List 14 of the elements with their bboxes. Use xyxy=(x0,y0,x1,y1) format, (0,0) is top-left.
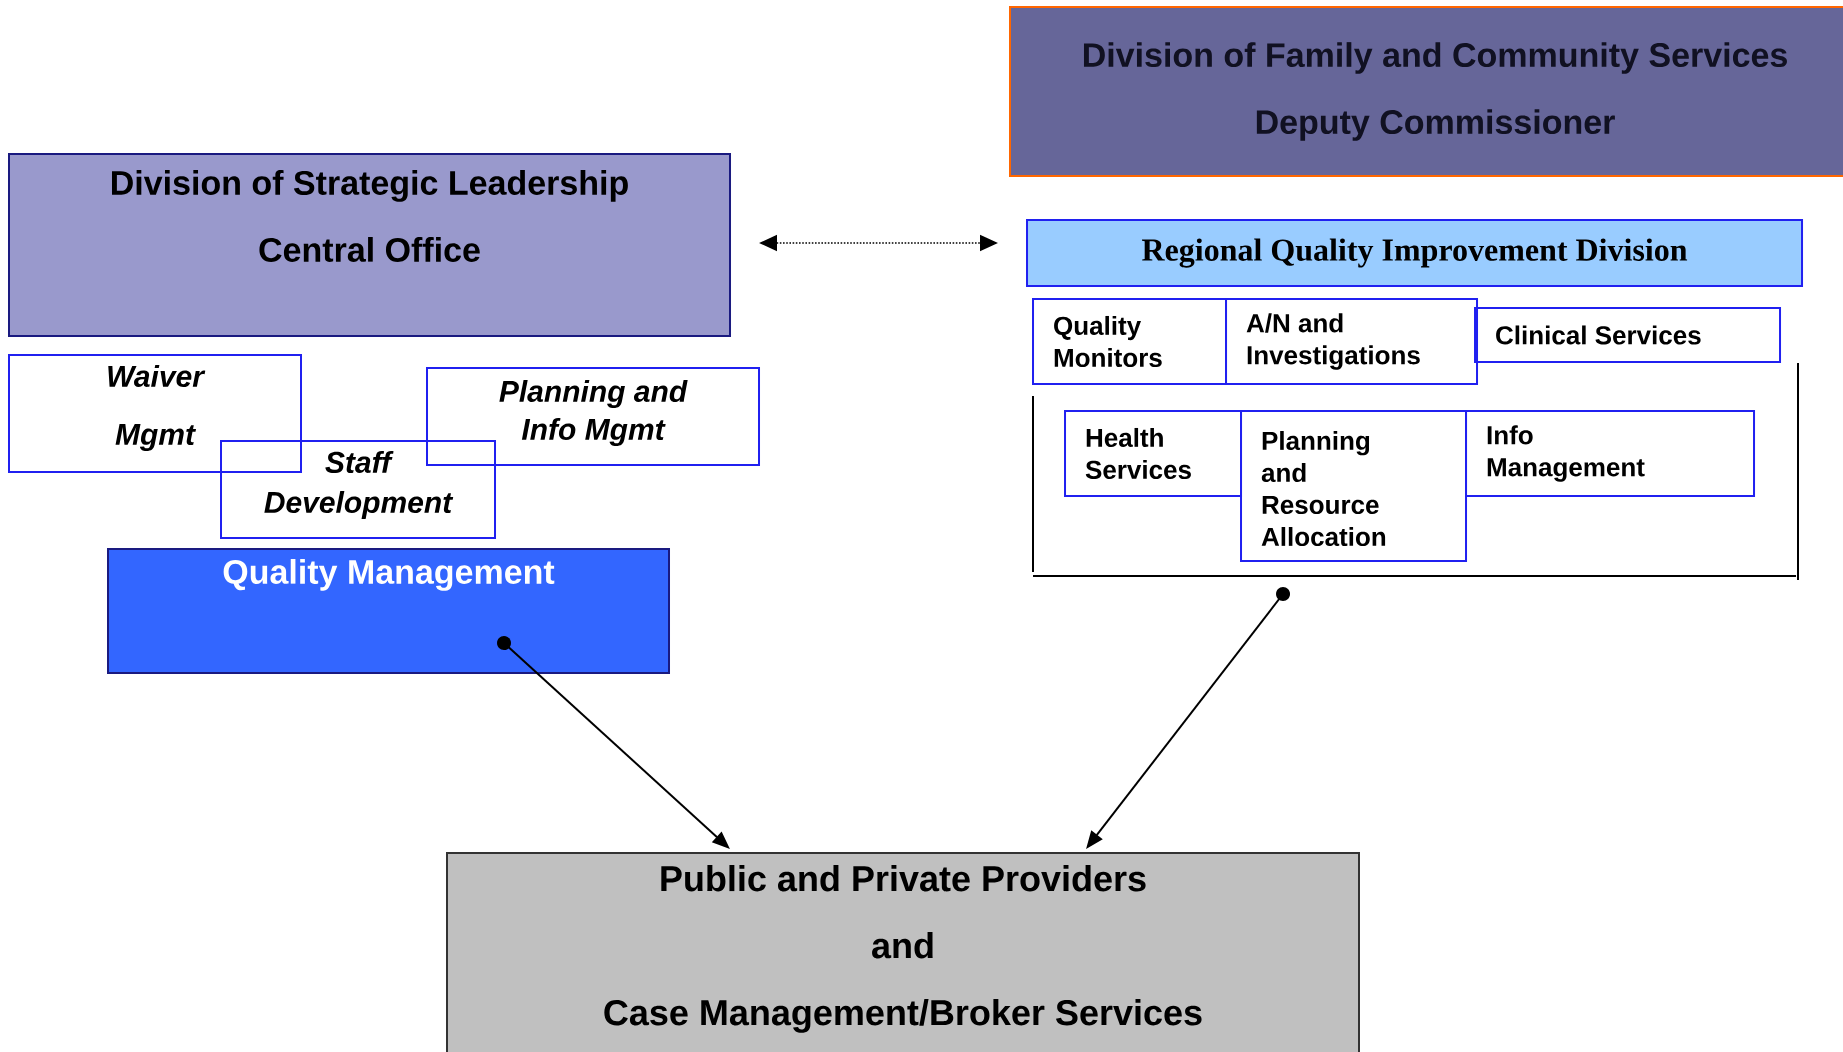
division-box: Division of Family and Community Services Deputy Commissioner xyxy=(1009,6,1843,177)
provider-box: Public and Private Providers and Case Management/Broker Services xyxy=(446,852,1360,1052)
division-banner: Regional Quality Improvement Division xyxy=(1026,219,1803,287)
unit-box: Clinical Services xyxy=(1474,307,1781,363)
unit-box: Planning and Info Mgmt xyxy=(426,367,760,466)
unit-box: Waiver Mgmt xyxy=(8,354,302,473)
unit-box: Staff Development xyxy=(220,440,496,539)
unit-box: Info Management xyxy=(1465,410,1755,497)
unit-box: A/N and Investigations xyxy=(1225,298,1478,385)
division-box: Division of Strategic Leadership Central Office xyxy=(8,153,731,337)
unit-box: Planning and Resource Allocation xyxy=(1240,410,1467,562)
quality-management-box: Quality Management xyxy=(107,548,670,674)
unit-box: Quality Monitors xyxy=(1032,298,1227,385)
unit-box: Health Services xyxy=(1064,410,1242,497)
